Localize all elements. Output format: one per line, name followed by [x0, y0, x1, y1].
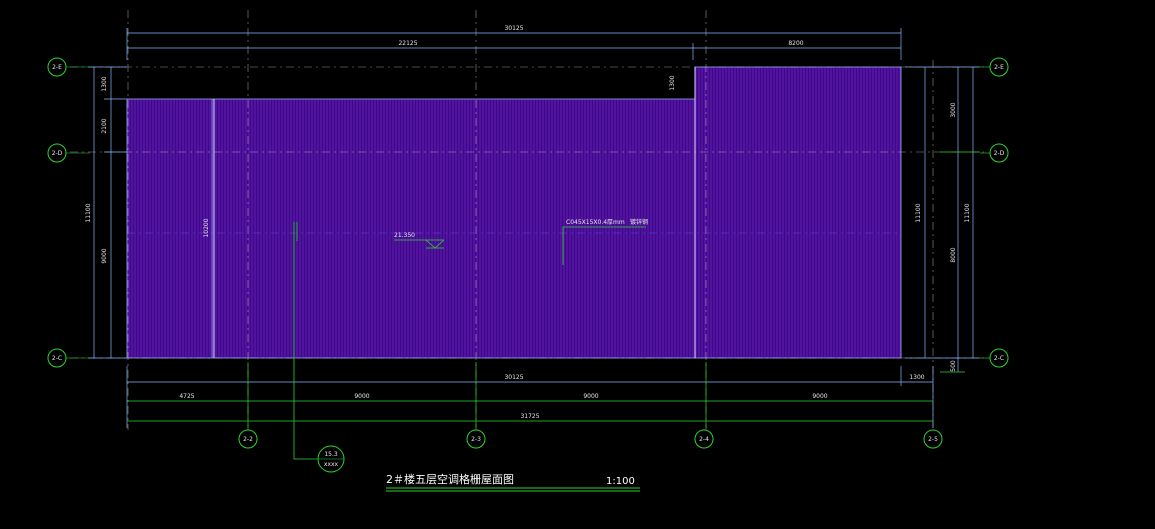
dim-right-total: 11100: [964, 203, 971, 222]
bottom-dimensions: [126, 366, 934, 428]
top-dimensions: [126, 28, 902, 60]
axis-bubble-bottom-5: 2-5: [923, 429, 943, 449]
svg-text:2-C: 2-C: [994, 355, 1004, 362]
svg-text:2-2: 2-2: [243, 436, 253, 443]
dim-bottom-total: 30125: [504, 374, 523, 381]
material-label: C045X15X0.4厚mm: [566, 219, 625, 226]
drawing-title: 2＃楼五层空调格栅屋面图: [386, 472, 514, 486]
dim-bottom-seg4: 9000: [812, 393, 827, 400]
bottom-dimensions-green: [127, 362, 933, 428]
axis-bubble-left-c: 2-C: [47, 348, 67, 368]
dim-right-top: 3000: [950, 102, 957, 117]
svg-text:2-D: 2-D: [52, 150, 63, 157]
detail-number: 15.3: [324, 451, 338, 458]
svg-text:2-5: 2-5: [928, 436, 938, 443]
axis-bubble-bottom-4: 2-4: [694, 429, 714, 449]
svg-text:2-4: 2-4: [699, 436, 709, 443]
svg-text:2-C: 2-C: [52, 355, 62, 362]
detail-callout: 15.3 xxxx: [293, 222, 345, 473]
axis-bubble-right-d: 2-D: [989, 143, 1009, 163]
dim-top-right: 8200: [788, 40, 803, 47]
axis-bubble-right-e: 2-E: [989, 57, 1009, 77]
dim-top-left: 22125: [398, 40, 417, 47]
dim-bottom-seg1: 4725: [179, 393, 194, 400]
dim-left-total: 11100: [85, 203, 92, 222]
elevation-label: 21.350: [394, 232, 415, 239]
axis-bubble-bottom-3: 2-3: [466, 429, 486, 449]
svg-text:2-D: 2-D: [994, 150, 1005, 157]
drawing-scale: 1:100: [606, 476, 635, 487]
left-dimensions: [88, 66, 213, 359]
roof-hatch: [128, 67, 901, 358]
dim-top-total: 30125: [504, 25, 523, 32]
dim-left-seg: 2100: [101, 118, 108, 133]
dim-right-bottom: 500: [950, 360, 957, 372]
dim-right-main: 8000: [950, 247, 957, 262]
axis-bubble-bottom-2: 2-2: [238, 429, 258, 449]
dim-bottom-seg3: 9000: [583, 393, 598, 400]
dim-left-main: 9000: [101, 248, 108, 263]
axis-bubble-left-d: 2-D: [47, 143, 67, 163]
detail-sub: xxxx: [324, 461, 339, 468]
material-leader: C045X15X0.4厚mm 镀锌钢: [562, 218, 648, 265]
elevation-marker: 21.350: [394, 232, 445, 249]
dim-bottom-overall: 31725: [520, 413, 539, 420]
dim-left-top: 1300: [101, 76, 108, 91]
right-dimensions-green: [940, 151, 980, 373]
svg-text:2-3: 2-3: [471, 436, 481, 443]
svg-text:2-E: 2-E: [52, 64, 62, 71]
dim-right-inner: 11100: [915, 203, 922, 222]
axis-bubble-left-e: 2-E: [47, 57, 67, 77]
svg-text:2-E: 2-E: [994, 64, 1004, 71]
dim-bottom-seg2: 9000: [354, 393, 369, 400]
dim-bottom-end: 1300: [909, 374, 924, 381]
material-tag: 镀锌钢: [630, 218, 648, 226]
dim-left-inner: 10200: [203, 218, 210, 237]
dim-step-height: 1300: [669, 75, 676, 90]
axis-bubble-right-c: 2-C: [989, 348, 1009, 368]
right-dimensions: [905, 66, 980, 372]
